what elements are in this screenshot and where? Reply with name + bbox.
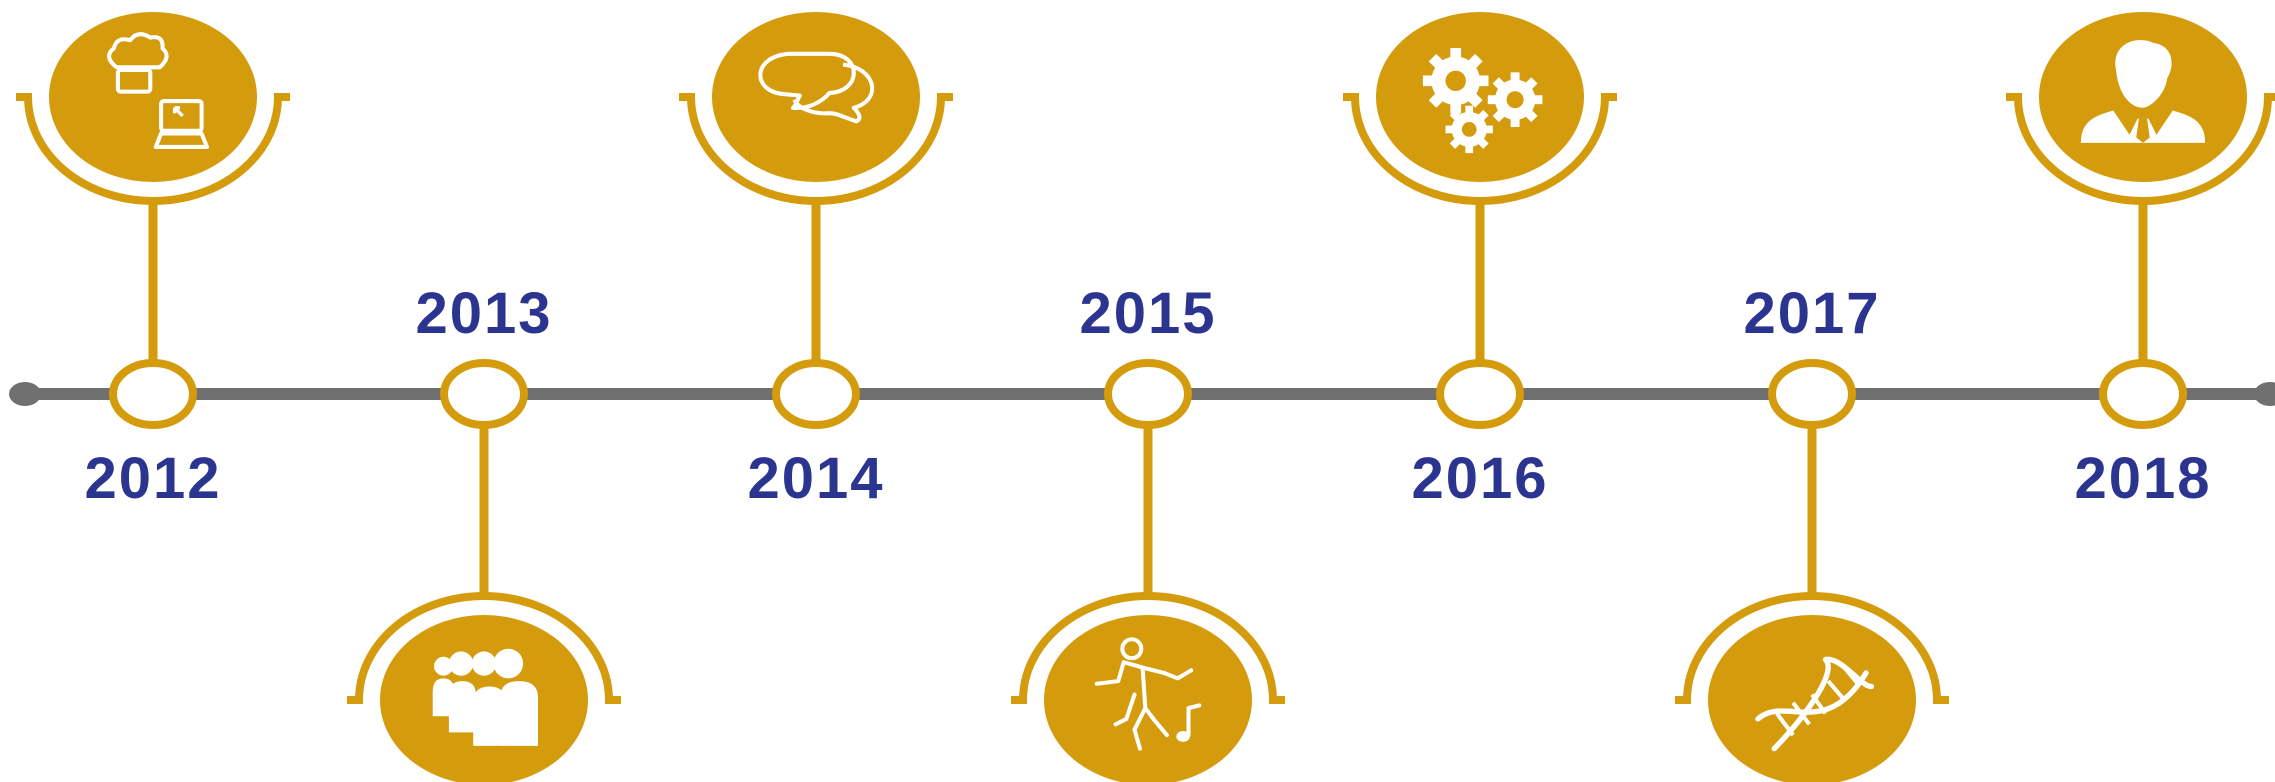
year-label-2012: 2012 [84,446,222,511]
year-label-2017: 2017 [1743,281,1881,346]
timeline-node [440,359,528,429]
icon-circle [1376,12,1584,182]
timeline-node [109,359,197,429]
icon-arc [1351,96,1609,205]
milestone-2013 [347,359,621,782]
timeline-node [772,359,860,429]
timeline-node [1104,359,1192,429]
year-label-2014: 2014 [747,446,885,511]
speech-bubbles-icon [758,51,875,124]
timeline-node [1436,359,1524,429]
chef-laptop-icon [107,32,210,149]
dancing-person-music-icon [1094,637,1202,751]
family-group-icon [432,648,538,746]
milestone-2017 [1675,359,1949,782]
icon-circle [712,12,920,182]
dna-helix-icon [1755,656,1875,752]
year-label-2018: 2018 [2074,446,2212,511]
icon-arc [1019,592,1277,701]
icon-arc [24,96,282,205]
icon-arc [1683,592,1941,701]
icon-circle [1044,615,1252,782]
timeline-node [2099,359,2187,429]
milestone-2016 [1343,12,1617,429]
businessman-icon [2080,40,2206,143]
timeline-node [1768,359,1856,429]
milestone-2015 [1011,359,1285,782]
icon-arc [687,96,945,205]
milestone-2014 [679,12,953,429]
milestone-2012 [16,12,290,429]
icon-arc [2014,96,2272,205]
year-label-2016: 2016 [1411,446,1549,511]
axis-start-cap [9,382,41,406]
year-label-2015: 2015 [1079,281,1217,346]
year-label-2013: 2013 [415,281,553,346]
gears-icon [1422,47,1543,154]
icon-arc [355,592,613,701]
milestone-2018 [2006,12,2275,429]
axis-end-cap [2254,382,2275,406]
